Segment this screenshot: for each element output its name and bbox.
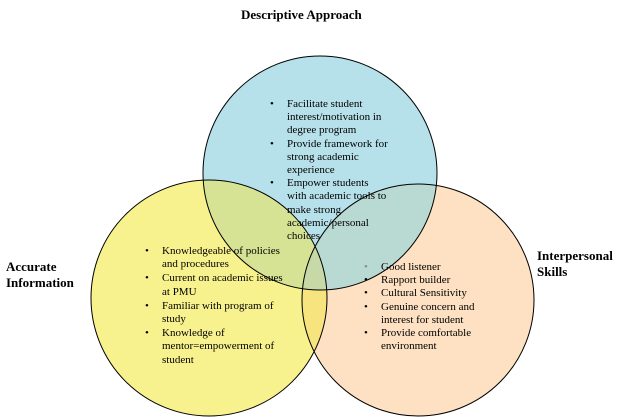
right-label-line: Interpersonal <box>537 248 613 263</box>
right-circle-outline <box>301 183 535 417</box>
right-circle-list: Good listener Rapport builder Cultural S… <box>360 261 474 353</box>
top-circle-outline <box>202 55 438 291</box>
list-item: Provide framework for strong academic ex… <box>266 138 388 178</box>
right-label-line: Skills <box>537 264 568 279</box>
left-label: Accurate Information <box>6 259 74 291</box>
diagram-title: Descriptive Approach <box>241 7 362 22</box>
list-item: Knowledge of mentor=empowerment of stude… <box>141 327 283 367</box>
list-item: Familiar with program of study <box>141 300 283 326</box>
list-item: Good listener <box>360 261 474 274</box>
left-circle-outline <box>90 179 328 417</box>
list-item: Knowledgeable of policies and procedures <box>141 245 283 271</box>
left-label-line: Accurate <box>6 259 57 274</box>
left-label-line: Information <box>6 275 74 290</box>
list-item: Cultural Sensitivity <box>360 287 474 300</box>
list-item: Current on academic issues at PMU <box>141 272 283 298</box>
right-label: Interpersonal Skills <box>537 248 613 280</box>
left-circle-list: Knowledgeable of policies and procedures… <box>141 245 283 367</box>
list-item: Genuine concern and interest for student <box>360 301 474 327</box>
list-item: Empower students with academic tools to … <box>266 177 388 243</box>
list-item: Provide comfortable environment <box>360 327 474 353</box>
list-item: Rapport builder <box>360 274 474 287</box>
list-item: Facilitate student interest/motivation i… <box>266 98 388 138</box>
top-circle-list: Facilitate student interest/motivation i… <box>266 98 388 243</box>
